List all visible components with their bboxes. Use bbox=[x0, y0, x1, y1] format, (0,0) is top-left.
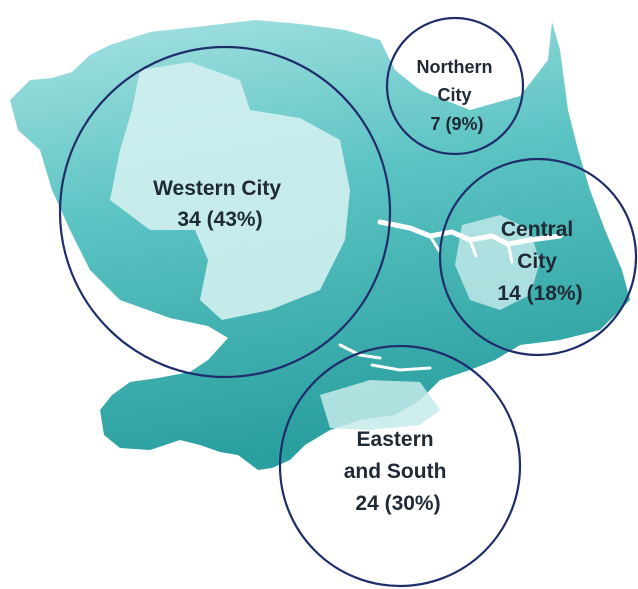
western-inner-patch bbox=[110, 62, 350, 320]
western-region-label: Western City 34 (43%) bbox=[153, 177, 287, 231]
eastern-region-label: Eastern and South 24 (30%) bbox=[344, 428, 453, 515]
northern-region-circle bbox=[385, 16, 525, 156]
western-region-circle bbox=[58, 45, 392, 379]
eastern-inner-patch bbox=[320, 380, 440, 430]
harbour-branch bbox=[338, 234, 514, 372]
central-region-label: Central City 14 (18%) bbox=[497, 218, 582, 305]
northern-region-label: Northern City 7 (9%) bbox=[416, 57, 497, 134]
central-region-circle bbox=[438, 157, 638, 357]
eastern-region-circle bbox=[278, 344, 522, 588]
